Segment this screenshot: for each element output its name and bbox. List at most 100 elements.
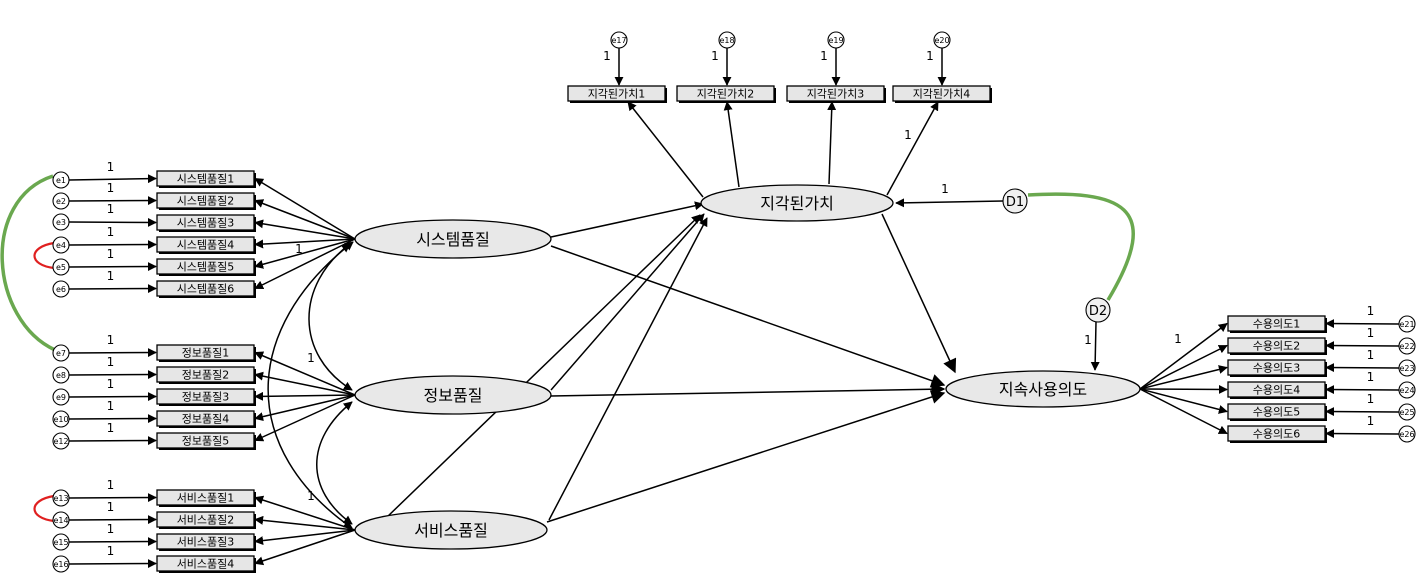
- indicator-p4[interactable]: 지각된가치4: [892, 85, 992, 103]
- indicator-s2[interactable]: 시스템품질2: [156, 192, 256, 210]
- indicator-c4[interactable]: 수용의도4: [1227, 381, 1327, 399]
- error-term-e21[interactable]: e21: [1398, 315, 1416, 333]
- indicator-s1[interactable]: 시스템품질1: [156, 170, 256, 188]
- indicator-v1[interactable]: 서비스품질1: [156, 489, 256, 507]
- error-label: e1: [56, 176, 66, 185]
- error-term-e10[interactable]: e10: [52, 410, 70, 428]
- structural-path-info-pv: [550, 213, 705, 391]
- indicator-label: 지각된가치2: [697, 88, 755, 101]
- loading-path-v3: [254, 529, 356, 546]
- indicator-label: 시스템품질2: [177, 195, 235, 208]
- error-term-e9[interactable]: e9: [52, 388, 70, 406]
- indicator-p1[interactable]: 지각된가치1: [567, 85, 667, 103]
- error-term-e4[interactable]: e4: [52, 236, 70, 254]
- indicator-box: [567, 85, 666, 102]
- error-circle: [52, 410, 70, 428]
- error-path-e23: [1325, 363, 1400, 373]
- latent-info[interactable]: 정보품질: [354, 375, 552, 415]
- error-term-e3[interactable]: e3: [52, 213, 70, 231]
- error-term-e12[interactable]: e12: [52, 432, 70, 450]
- indicator-s6[interactable]: 시스템품질6: [156, 280, 256, 298]
- indicator-c5[interactable]: 수용의도5: [1227, 403, 1327, 421]
- error-term-e15[interactable]: e15: [52, 533, 70, 551]
- error-covariance-e4-e5: [33, 241, 55, 270]
- indicator-i3[interactable]: 정보품질3: [156, 388, 256, 406]
- error-term-e2[interactable]: e2: [52, 192, 70, 210]
- error-circle: [52, 388, 70, 406]
- latent-label: 시스템품질: [416, 230, 490, 249]
- error-term-e24[interactable]: e24: [1398, 381, 1416, 399]
- error-term-e18[interactable]: e18: [718, 31, 736, 49]
- indicator-s4[interactable]: 시스템품질4: [156, 236, 256, 254]
- error-weight-label: 1: [1367, 392, 1375, 406]
- error-term-e8[interactable]: e8: [52, 366, 70, 384]
- indicator-i5[interactable]: 정보품질5: [156, 432, 256, 450]
- error-weight-label: 1: [107, 225, 115, 239]
- error-term-e19[interactable]: e19: [827, 31, 845, 49]
- loading-path-p2: [723, 101, 740, 188]
- error-term-e14[interactable]: e14: [52, 511, 70, 529]
- error-term-e6[interactable]: e6: [52, 280, 70, 298]
- indicator-s3[interactable]: 시스템품질3: [156, 214, 256, 232]
- indicator-label: 시스템품질5: [177, 261, 235, 274]
- indicator-c3[interactable]: 수용의도3: [1227, 359, 1327, 377]
- error-term-e1[interactable]: e1: [52, 171, 70, 189]
- error-circle: [1398, 337, 1416, 355]
- indicator-c6[interactable]: 수용의도6: [1227, 425, 1327, 443]
- indicator-i4[interactable]: 정보품질4: [156, 410, 256, 428]
- latent-label: 서비스품질: [414, 521, 488, 540]
- error-label: e4: [56, 241, 66, 250]
- error-term-e17[interactable]: e17: [610, 31, 628, 49]
- indicator-c2[interactable]: 수용의도2: [1227, 337, 1327, 355]
- latent-pv[interactable]: 지각된가치: [700, 184, 894, 222]
- latent-serv[interactable]: 서비스품질: [354, 510, 548, 550]
- error-term-e20[interactable]: e20: [933, 31, 951, 49]
- error-circle: [52, 192, 70, 210]
- error-term-e25[interactable]: e25: [1398, 403, 1416, 421]
- error-term-e13[interactable]: e13: [52, 489, 70, 507]
- structural-path-serv-ci: [546, 390, 946, 523]
- error-label: e24: [1399, 386, 1414, 395]
- indicator-label: 수용의도5: [1253, 406, 1300, 419]
- error-term-e16[interactable]: e16: [52, 555, 70, 573]
- latent-ci[interactable]: 지속사용의도: [945, 370, 1141, 408]
- indicator-box: [786, 85, 885, 102]
- error-weight-label: 1: [1367, 370, 1375, 384]
- error-weight-label: 1: [107, 500, 115, 514]
- error-term-e5[interactable]: e5: [52, 258, 70, 276]
- indicator-v4[interactable]: 서비스품질4: [156, 555, 256, 573]
- error-label: e13: [53, 494, 68, 503]
- indicator-label: 정보품질3: [182, 391, 229, 404]
- indicator-p3[interactable]: 지각된가치3: [786, 85, 886, 103]
- node-layer: 시스템품질1시스템품질2시스템품질3시스템품질4시스템품질5시스템품질6정보품질…: [52, 31, 1416, 573]
- disturbance-weight-label: 1: [1084, 333, 1092, 347]
- disturbance-circle: [1002, 188, 1028, 214]
- indicator-v2[interactable]: 서비스품질2: [156, 511, 256, 529]
- structural-path-pv-ci: [881, 213, 957, 374]
- error-term-e23[interactable]: e23: [1398, 359, 1416, 377]
- error-label: e21: [1399, 320, 1414, 329]
- loading-path-v1: [254, 495, 356, 531]
- disturbance-D1[interactable]: D1: [1002, 188, 1028, 214]
- latent-sys[interactable]: 시스템품질: [354, 219, 552, 259]
- error-term-e26[interactable]: e26: [1398, 425, 1416, 443]
- loading-path-c3: [1139, 365, 1228, 390]
- error-path-e2: [68, 196, 157, 206]
- error-term-e7[interactable]: e7: [52, 344, 70, 362]
- indicator-c1[interactable]: 수용의도1: [1227, 315, 1327, 333]
- error-path-e7: [68, 348, 157, 358]
- indicator-s5[interactable]: 시스템품질5: [156, 258, 256, 276]
- indicator-i2[interactable]: 정보품질2: [156, 366, 256, 384]
- error-term-e22[interactable]: e22: [1398, 337, 1416, 355]
- indicator-i1[interactable]: 정보품질1: [156, 344, 256, 362]
- error-circle: [52, 171, 70, 189]
- indicator-box: [156, 280, 255, 297]
- indicator-v3[interactable]: 서비스품질3: [156, 533, 256, 551]
- indicator-p2[interactable]: 지각된가치2: [676, 85, 776, 103]
- loading-weight-label-i2: 1: [307, 351, 315, 365]
- loading-path-p1: [627, 101, 704, 198]
- indicator-label: 정보품질2: [182, 369, 229, 382]
- error-label: e10: [53, 415, 68, 424]
- loading-weight-label-v2: 1: [307, 489, 315, 503]
- disturbance-D2[interactable]: D2: [1085, 297, 1111, 323]
